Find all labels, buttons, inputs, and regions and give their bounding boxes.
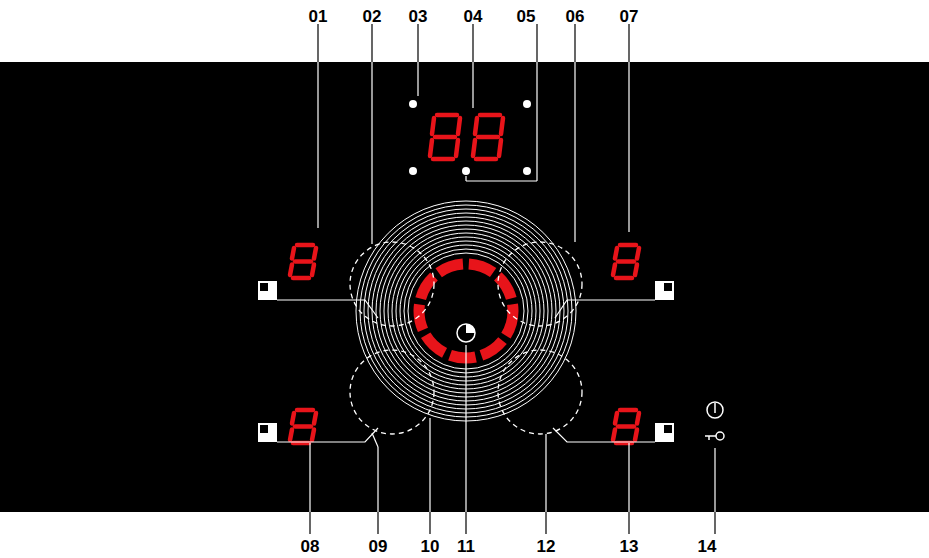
callout-number: 05 (517, 8, 536, 25)
segment (473, 140, 475, 156)
callout-number: 07 (620, 8, 639, 25)
segment (314, 248, 316, 259)
leader-line (574, 62, 575, 242)
timer-dots (409, 100, 531, 175)
leader-line (714, 448, 715, 512)
leader-line (317, 62, 318, 228)
callout-number: 03 (409, 8, 428, 25)
segment (297, 243, 313, 248)
leader-lines (310, 24, 715, 534)
timer-icon (457, 324, 475, 342)
callout-number: 14 (698, 538, 717, 555)
leader-line (371, 24, 372, 62)
segment (312, 430, 314, 441)
segment (476, 157, 496, 162)
leader-line (714, 512, 715, 534)
segment (618, 424, 634, 429)
callout-number: 10 (421, 538, 440, 555)
leader-line (465, 176, 466, 181)
segment (456, 140, 458, 156)
leader-line (628, 512, 629, 534)
segment (613, 430, 615, 441)
callout-number: 02 (363, 8, 382, 25)
leader-line (429, 418, 430, 512)
leader-line (372, 433, 378, 447)
segment (620, 243, 636, 248)
segment (499, 140, 501, 156)
segment (478, 135, 498, 140)
segment (314, 413, 316, 424)
segment (290, 430, 292, 441)
callout-number: 08 (301, 538, 320, 555)
segment (437, 113, 457, 118)
callout-number: 12 (537, 538, 556, 555)
segment (618, 259, 634, 264)
segment (430, 140, 432, 156)
segment (292, 248, 294, 259)
callout-number: 04 (464, 8, 483, 25)
leader-line (628, 443, 629, 512)
leader-line (574, 24, 575, 62)
leader-line (377, 447, 378, 512)
segment (435, 135, 455, 140)
segment (290, 265, 292, 276)
seven-segment-displays (290, 115, 639, 443)
segment (292, 413, 294, 424)
leader-line (417, 62, 418, 96)
segment (297, 408, 313, 413)
leader-line (371, 62, 372, 244)
panel (0, 62, 929, 512)
leader-line (377, 512, 378, 534)
power-lock-keys (705, 402, 724, 440)
leader-line (472, 24, 473, 62)
leader-line (465, 345, 466, 512)
segment (501, 118, 503, 134)
leader-line (317, 24, 318, 62)
segment (615, 248, 617, 259)
leader-line (628, 24, 629, 62)
leader-line (309, 512, 310, 534)
callout-number: 01 (309, 8, 328, 25)
callout-number: 06 (566, 8, 585, 25)
segment (293, 276, 309, 281)
segment (613, 265, 615, 276)
leader-line (417, 24, 418, 62)
segment (458, 118, 460, 134)
callout-number: 09 (369, 538, 388, 555)
leader-line (429, 512, 430, 534)
segment (637, 413, 639, 424)
leader-line (545, 434, 546, 512)
segment (635, 265, 637, 276)
leader-line (309, 443, 310, 512)
leader-line (472, 62, 473, 108)
segment (616, 276, 632, 281)
leader-line (628, 62, 629, 232)
segment (295, 424, 311, 429)
segment (432, 118, 434, 134)
segment (475, 118, 477, 134)
segment (620, 408, 636, 413)
leader-line (536, 62, 537, 181)
segment (615, 413, 617, 424)
callout-number: 13 (620, 538, 639, 555)
leader-line (466, 180, 537, 181)
leader-line (465, 512, 466, 534)
segment (295, 259, 311, 264)
leader-line (545, 512, 546, 534)
segment (480, 113, 500, 118)
callout-number: 11 (457, 538, 475, 555)
leader-line (536, 24, 537, 62)
segment (312, 265, 314, 276)
segment (635, 430, 637, 441)
segment (433, 157, 453, 162)
segment (637, 248, 639, 259)
